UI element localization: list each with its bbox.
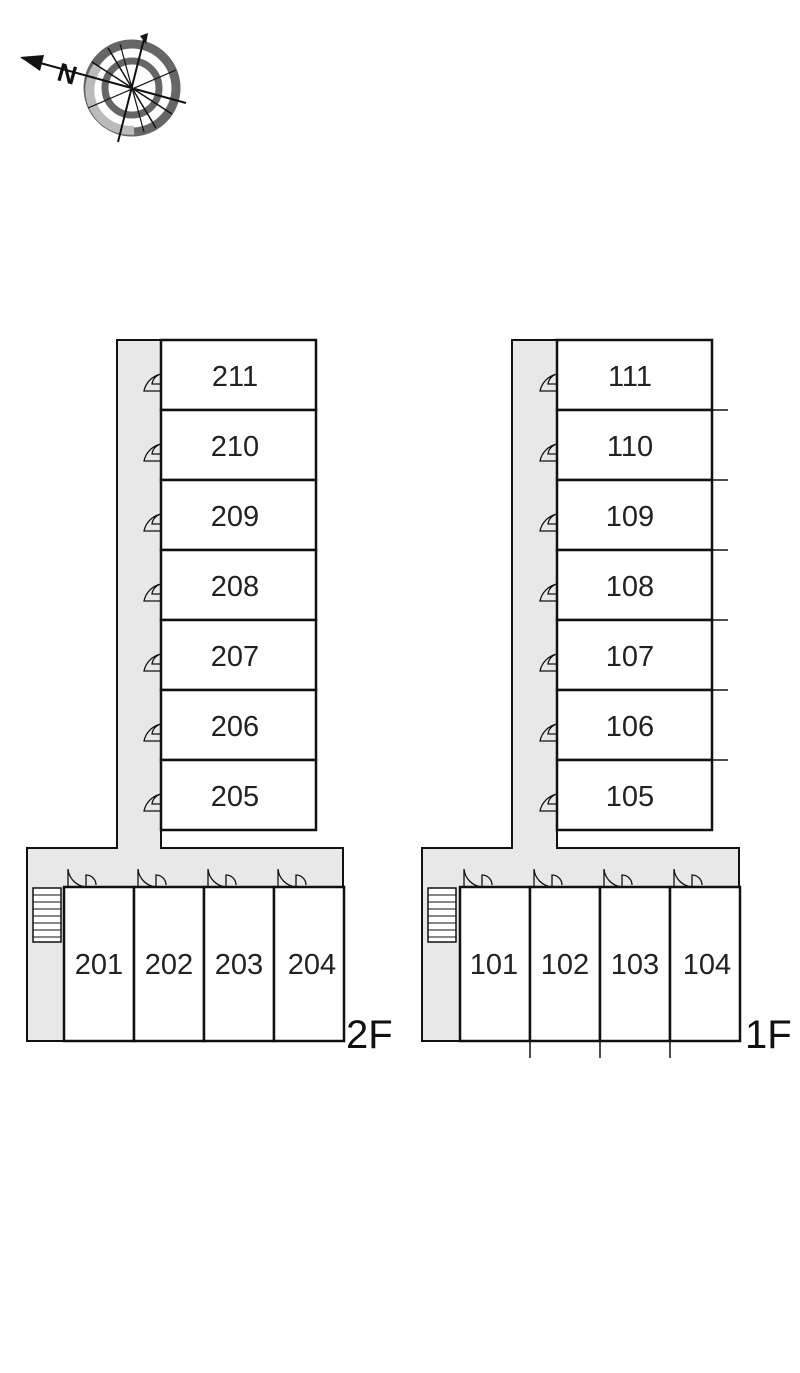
unit-number: 101 [470,949,518,981]
unit[interactable]: 207 [159,618,318,692]
door-icon [539,653,558,688]
unit[interactable]: 211 [159,338,318,412]
unit[interactable]: 101 [458,885,532,1043]
unit-number: 103 [611,949,659,981]
unit[interactable]: 204 [272,885,346,1043]
door-icon [539,793,558,828]
unit-number: 106 [606,711,654,743]
stairs-icon [427,887,457,943]
unit[interactable]: 201 [62,885,136,1043]
unit-number: 210 [211,431,259,463]
unit-number: 111 [608,361,652,393]
unit[interactable]: 108 [555,548,714,622]
floor-label: 1F [745,1013,792,1057]
unit-number: 208 [211,571,259,603]
unit[interactable]: 109 [555,478,714,552]
unit[interactable]: 208 [159,548,318,622]
door-icon [143,723,162,758]
unit-number: 207 [211,641,259,673]
door-icon [143,443,162,478]
door-icon [276,868,310,888]
door-icon [532,868,566,888]
unit[interactable]: 106 [555,688,714,762]
floor-label: 2F [346,1013,393,1057]
unit-number: 206 [211,711,259,743]
unit[interactable]: 202 [132,885,206,1043]
unit[interactable]: 206 [159,688,318,762]
unit-number: 201 [75,949,123,981]
door-icon [143,583,162,618]
unit-number: 105 [606,781,654,813]
unit[interactable]: 209 [159,478,318,552]
unit-number: 107 [606,641,654,673]
unit[interactable]: 103 [598,885,672,1043]
door-icon [602,868,636,888]
unit-number: 209 [211,501,259,533]
door-icon [136,868,170,888]
door-icon [143,793,162,828]
door-icon [539,373,558,408]
unit-number: 104 [683,949,731,981]
door-icon [206,868,240,888]
unit-number: 205 [211,781,259,813]
floor-2f: 211 210 209 208 207 206 205 [26,338,393,1057]
door-icon [539,443,558,478]
unit-number: 204 [288,949,336,981]
unit-number: 102 [541,949,589,981]
unit-number: 203 [215,949,263,981]
door-icon [143,513,162,548]
unit[interactable]: 105 [555,758,714,832]
unit-number: 109 [606,501,654,533]
unit[interactable]: 111 [555,338,714,412]
balcony-markers [529,409,728,1058]
compass-icon: N [20,33,187,143]
compass-north-label: N [54,57,80,91]
unit-number: 110 [607,431,653,463]
door-icon [539,583,558,618]
door-icon [143,373,162,408]
unit[interactable]: 107 [555,618,714,692]
unit[interactable]: 203 [202,885,276,1043]
unit[interactable]: 205 [159,758,318,832]
unit[interactable]: 104 [668,885,742,1043]
unit[interactable]: 110 [555,408,714,482]
unit[interactable]: 102 [528,885,602,1043]
unit-number: 211 [212,361,258,393]
door-icon [539,513,558,548]
door-icon [672,868,706,888]
door-icon [539,723,558,758]
unit-number: 202 [145,949,193,981]
door-icon [143,653,162,688]
door-icon [66,868,100,888]
stairs-icon [32,887,62,943]
floor-1f: 111 110 109 108 107 106 105 [421,338,792,1058]
unit-number: 108 [606,571,654,603]
door-icon [462,868,496,888]
unit[interactable]: 210 [159,408,318,482]
